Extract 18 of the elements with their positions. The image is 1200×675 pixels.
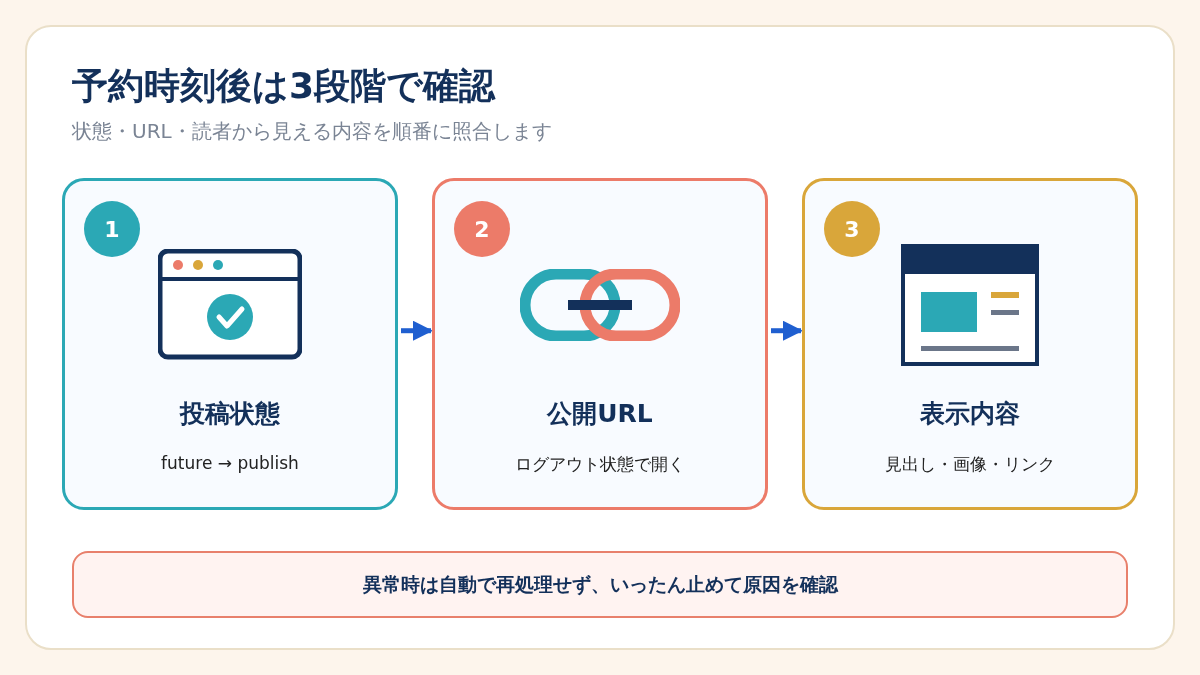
step-number: 2 (454, 201, 510, 257)
step-card (62, 178, 398, 510)
step-description: 見出し・画像・リンク (884, 453, 1056, 476)
step-title: 投稿状態 (178, 398, 281, 430)
note-text: 異常時は自動で再処理せず、いったん止めて原因を確認 (362, 571, 838, 597)
step-card (432, 178, 768, 510)
step-description: future → publish (160, 453, 300, 473)
step-number: 3 (824, 201, 880, 257)
subtitle: 状態・URL・読者から見える内容を順番に照合します (72, 118, 552, 145)
note-box (72, 551, 1128, 618)
arrow (771, 320, 803, 341)
step-title: 表示内容 (919, 398, 1021, 430)
arrow (401, 320, 433, 341)
step-card (802, 178, 1138, 510)
step-description: ログアウト状態で開く (514, 453, 686, 476)
step-title: 公開URL (545, 398, 654, 430)
step-number: 1 (84, 201, 140, 257)
title: 予約時刻後は3段階で確認 (72, 64, 496, 108)
